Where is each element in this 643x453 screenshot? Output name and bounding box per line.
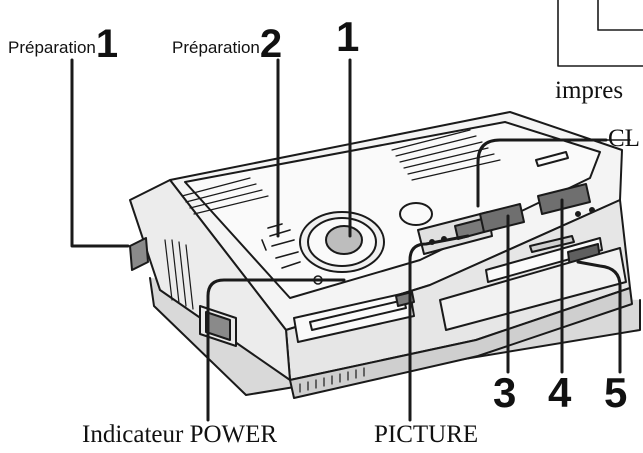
cl-label: CL xyxy=(608,125,640,152)
step-3-label: 3 xyxy=(493,369,517,416)
tray-opening xyxy=(439,247,627,331)
side-vents xyxy=(164,239,194,310)
preparation-2-number: 2 xyxy=(259,22,283,66)
preparation-2-text: Préparation xyxy=(172,38,260,57)
preparation-1-number: 1 xyxy=(95,22,119,66)
step-5-label: 5 xyxy=(604,369,628,416)
inset-frame xyxy=(557,0,643,67)
callout-lines xyxy=(70,58,622,422)
step-4-label: 4 xyxy=(548,369,572,416)
small-buttons xyxy=(261,223,323,285)
step-1-label: 1 xyxy=(336,13,360,60)
bottom-vents xyxy=(299,367,365,393)
round-button xyxy=(399,202,433,226)
speaker-grille-front xyxy=(181,177,269,215)
speaker-grille-rear xyxy=(391,129,501,181)
preparation-1-label: Préparation1 xyxy=(8,24,118,64)
power-indicator-label: Indicateur POWER xyxy=(82,421,278,448)
rear-connector xyxy=(129,237,149,271)
preparation-2-label: Préparation2 xyxy=(172,24,282,64)
jog-dial xyxy=(299,211,385,273)
impression-label: impres xyxy=(555,77,624,104)
picture-label: PICTURE xyxy=(374,421,479,448)
preparation-1-text: Préparation xyxy=(8,38,96,57)
